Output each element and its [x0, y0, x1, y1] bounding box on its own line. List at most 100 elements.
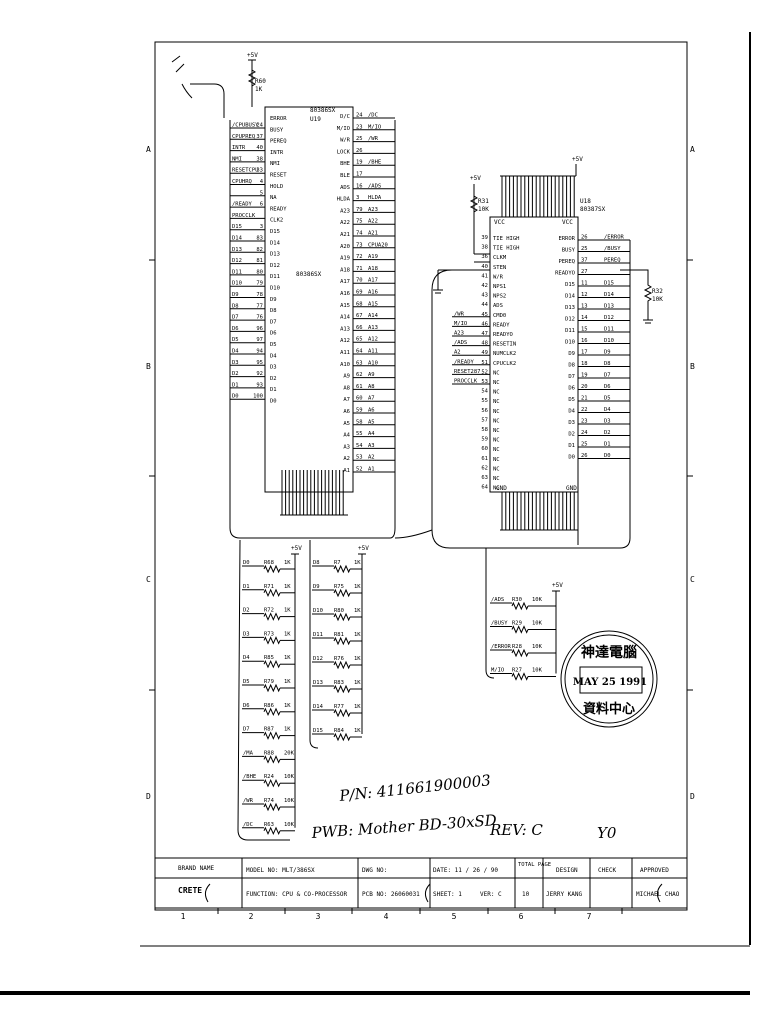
u19-left-pin-signal: D0 — [270, 399, 277, 405]
u19-left-pin-number: 5 — [260, 190, 263, 196]
u19-right-net: A15 — [368, 301, 378, 307]
bank-res-ref: R74 — [264, 798, 275, 804]
u19-right-net: A4 — [368, 431, 375, 437]
u19-left-pin-number: 81 — [256, 258, 263, 264]
resistor-symbol — [263, 755, 281, 764]
u18-left-pin-number: 57 — [481, 417, 488, 423]
u18-supply: +5V — [572, 156, 583, 163]
u19-left-pin-signal: D14 — [270, 240, 281, 246]
u19-right-pin-signal: D/C — [340, 114, 350, 120]
u18-left-pin-number: 41 — [481, 273, 488, 279]
u18-left-pin-signal: NPS2 — [493, 294, 506, 300]
u18-right-pin-signal: D9 — [568, 351, 575, 357]
u19-right-pin-number: 16 — [356, 183, 363, 189]
u19-left-pin-number: 100 — [253, 394, 263, 400]
u18-left-pin-number: 55 — [481, 398, 488, 404]
u19-left-pin-signal: D2 — [270, 376, 277, 382]
u19-left-pin-number: 96 — [256, 326, 263, 332]
bank-net: D11 — [313, 632, 323, 638]
u19-left-pin-signal: PEREQ — [270, 139, 287, 145]
bank1-bus — [237, 539, 290, 841]
bank-net: D9 — [313, 584, 320, 590]
u18-gnd-a: GND — [496, 485, 507, 492]
bank-res-value: 10K — [284, 822, 295, 828]
u19-right-net: /WR — [368, 136, 379, 142]
u18-right-pin-signal: D13 — [565, 305, 575, 311]
u18-left-pin-signal: NC — [493, 447, 500, 453]
tb-check-header: CHECK — [598, 867, 616, 874]
bank-res-ref: R7 — [334, 560, 341, 566]
zone-row-label-right: A — [690, 145, 695, 154]
u19-right-pin-number: 61 — [356, 384, 363, 390]
u19-left-pin-number: 40 — [256, 145, 263, 151]
u19-left-pin-signal: READY — [270, 206, 287, 212]
resistor-symbol — [263, 659, 281, 669]
u18-part-number: 80387SX — [580, 206, 606, 213]
bank-supply: +5V — [291, 545, 302, 552]
bank-net: /DC — [243, 822, 253, 828]
resistor-symbol — [263, 636, 281, 645]
u18-right-pin-number: 24 — [581, 430, 588, 436]
bank3-bus — [485, 548, 495, 679]
bank-res-ref: R83 — [334, 680, 344, 686]
zone-col-label: 2 — [249, 912, 254, 921]
u18-left-pin-signal: READY — [493, 322, 510, 328]
u19-left-pin-signal: NMI — [270, 161, 280, 167]
u19-right-pin-signal: A13 — [340, 326, 350, 332]
u18-left-pin-signal: W/R — [493, 274, 504, 280]
bank-net: /ADS — [491, 597, 504, 603]
u19-right-pin-number: 17 — [356, 172, 363, 178]
u18-left-pin-number: 58 — [481, 427, 488, 433]
u19-left-pin-signal: D6 — [270, 331, 277, 337]
u18-right-pin-number: 20 — [581, 384, 588, 390]
u19-left-pin-signal: HOLD — [270, 184, 283, 190]
u19-right-pin-signal: A10 — [340, 362, 350, 368]
bank-res-value: 10K — [532, 597, 543, 603]
bank-res-ref: R77 — [334, 704, 344, 710]
u18-right-pin-signal: D15 — [565, 282, 575, 288]
u18-left-pin-signal: NC — [493, 380, 500, 386]
u18-right-pin-signal: D5 — [568, 397, 575, 403]
u18-right-net: D6 — [604, 384, 611, 390]
bank-res-value: 10K — [532, 644, 543, 650]
u19-part-number: 80386SX — [310, 107, 336, 114]
bank-res-value: 1K — [284, 655, 291, 661]
tb-approved-header: APPROVED — [640, 867, 669, 874]
u18-right-net: PEREQ — [604, 258, 621, 264]
u19-right-pin-signal: A22 — [340, 220, 350, 226]
u19-right-pin-signal: A9 — [343, 374, 350, 380]
zone-col-label: 4 — [384, 912, 389, 921]
bank-res-ref: R76 — [334, 656, 344, 662]
u18-left-pin-signal: NPS1 — [493, 284, 506, 290]
u19-right-pin-number: 70 — [356, 278, 363, 284]
bank-res-value: 20K — [284, 750, 295, 756]
u19-left-net: CPUPREQ — [232, 134, 255, 140]
u19-right-net: A22 — [368, 219, 378, 225]
u19-left-net: D15 — [232, 224, 242, 230]
u19-left-net: PROCCLK — [232, 213, 256, 219]
u19-left-net: D6 — [232, 326, 239, 332]
u18-right-pin-signal: BUSY — [562, 248, 576, 254]
bank-res-ref: R87 — [264, 727, 274, 733]
resistor-symbol — [511, 625, 529, 634]
bank-res-ref: R80 — [334, 608, 344, 614]
u19-right-pin-signal: A12 — [340, 338, 350, 344]
u19-right-pin-number: 26 — [356, 148, 363, 154]
u19-left-pin-number: 38 — [256, 156, 263, 162]
u18-right-pin-number: 16 — [581, 338, 588, 344]
resistor-symbol — [263, 612, 281, 621]
u19-left-net: D11 — [232, 269, 242, 275]
u18-right-pin-number: 12 — [581, 292, 588, 298]
u18-left-pin-signal: TIE HIGH — [493, 246, 520, 252]
u19-left-pin-signal: D4 — [270, 353, 277, 359]
u19-right-pin-signal: A19 — [340, 256, 350, 262]
u18-left-net: /READY — [454, 359, 475, 365]
u18-right-net: D7 — [604, 373, 611, 379]
u18-right-net: D3 — [604, 419, 611, 425]
u19-right-net: A21 — [368, 231, 378, 237]
u18-right-pin-signal: D8 — [568, 363, 575, 369]
resistor-symbol — [511, 672, 529, 681]
u18-left-pin-number: 39 — [481, 235, 488, 241]
